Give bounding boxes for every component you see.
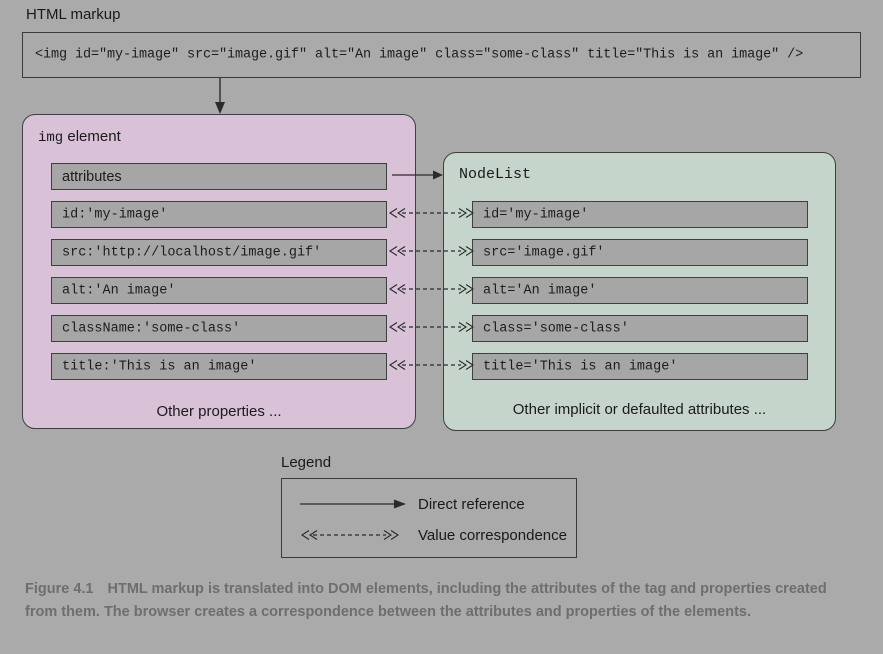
attribute-row-text: class='some-class' xyxy=(483,321,629,336)
property-row-text: title:'This is an image' xyxy=(62,359,257,374)
img-element-panel: img element attributes id:'my-image' src… xyxy=(22,114,416,429)
property-row: title:'This is an image' xyxy=(51,353,387,380)
legend-direct-reference-icon xyxy=(300,499,406,509)
legend-direct-reference-label: Direct reference xyxy=(418,496,525,513)
markup-to-element-arrow xyxy=(215,78,225,114)
other-attributes-note: Other implicit or defaulted attributes .… xyxy=(512,401,767,418)
nodelist-panel-title: NodeList xyxy=(459,166,532,183)
attributes-header-row-text: attributes xyxy=(62,168,122,185)
img-element-panel-title-rest: element xyxy=(63,128,121,145)
legend-value-correspondence-icon xyxy=(300,530,400,540)
figure-caption-number: Figure 4.1 xyxy=(25,581,94,597)
html-markup-code-box: <img id="my-image" src="image.gif" alt="… xyxy=(22,32,861,78)
attribute-row: alt='An image' xyxy=(472,277,808,304)
attribute-row: class='some-class' xyxy=(472,315,808,342)
attribute-row-text: title='This is an image' xyxy=(483,359,678,374)
property-row-text: className:'some-class' xyxy=(62,321,241,336)
figure-caption-text: HTML markup is translated into DOM eleme… xyxy=(25,581,827,621)
legend-title: Legend xyxy=(281,454,332,471)
attribute-row: title='This is an image' xyxy=(472,353,808,380)
img-element-panel-title-mono: img xyxy=(38,130,64,146)
property-row-text: id:'my-image' xyxy=(62,207,168,222)
property-row: className:'some-class' xyxy=(51,315,387,342)
attribute-row-text: alt='An image' xyxy=(483,283,597,298)
property-row: alt:'An image' xyxy=(51,277,387,304)
attribute-row: src='image.gif' xyxy=(472,239,808,266)
legend-box: Direct reference Value correspondence xyxy=(281,478,577,558)
img-element-panel-title: img element xyxy=(38,128,121,146)
other-properties-note: Other properties ... xyxy=(156,403,282,420)
nodelist-panel: NodeList id='my-image' src='image.gif' a… xyxy=(443,152,836,431)
attribute-row-text: src='image.gif' xyxy=(483,245,605,260)
html-markup-code-text: <img id="my-image" src="image.gif" alt="… xyxy=(35,47,804,63)
html-markup-section-label: HTML markup xyxy=(26,6,121,23)
attributes-header-row: attributes xyxy=(51,163,387,190)
attribute-row-text: id='my-image' xyxy=(483,207,589,222)
property-row: src:'http://localhost/image.gif' xyxy=(51,239,387,266)
property-row-text: src:'http://localhost/image.gif' xyxy=(62,245,322,260)
legend-value-correspondence-label: Value correspondence xyxy=(418,527,567,544)
property-row-text: alt:'An image' xyxy=(62,283,176,298)
property-row: id:'my-image' xyxy=(51,201,387,228)
attribute-row: id='my-image' xyxy=(472,201,808,228)
